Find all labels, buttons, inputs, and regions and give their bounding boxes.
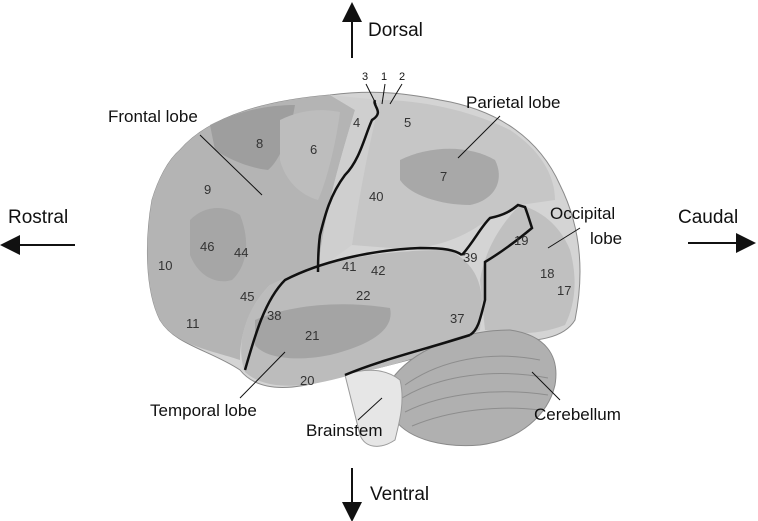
area-3-number: 3 — [362, 71, 368, 83]
rostral-label: Rostral — [8, 207, 68, 228]
area-37-number: 37 — [450, 311, 464, 326]
area-4-number: 4 — [353, 115, 360, 130]
area-5-number: 5 — [404, 115, 411, 130]
occipital-lobe-label-line2: lobe — [590, 229, 622, 248]
brain-illustration — [147, 92, 580, 446]
area-8-number: 8 — [256, 136, 263, 151]
area-42-number: 42 — [371, 263, 385, 278]
caudal-label: Caudal — [678, 207, 738, 228]
area-2-number: 2 — [399, 71, 405, 83]
area-7-number: 7 — [440, 169, 447, 184]
area-45-number: 45 — [240, 289, 254, 304]
area-17-number: 17 — [557, 283, 571, 298]
area-38-number: 38 — [267, 308, 281, 323]
area-41-number: 41 — [342, 259, 356, 274]
area-18-number: 18 — [540, 266, 554, 281]
ventral-label: Ventral — [370, 484, 429, 505]
frontal-lobe-label: Frontal lobe — [108, 107, 198, 126]
area-22-number: 22 — [356, 288, 370, 303]
area-44-number: 44 — [234, 245, 248, 260]
occipital-lobe-label-line1: Occipital — [550, 204, 615, 223]
area-40-number: 40 — [369, 189, 383, 204]
brainstem-label: Brainstem — [306, 421, 383, 440]
area-9-number: 9 — [204, 182, 211, 197]
area-1-number: 1 — [381, 71, 387, 83]
area-19-number: 19 — [514, 233, 528, 248]
dorsal-label: Dorsal — [368, 20, 423, 41]
area-6-number: 6 — [310, 142, 317, 157]
area-21-number: 21 — [305, 328, 319, 343]
area-46-number: 46 — [200, 239, 214, 254]
temporal-lobe-label: Temporal lobe — [150, 401, 257, 420]
area-39-number: 39 — [463, 250, 477, 265]
parietal-lobe-label: Parietal lobe — [466, 93, 561, 112]
area-11-number: 11 — [186, 316, 200, 331]
area-10-number: 10 — [158, 258, 172, 273]
cerebellum-label: Cerebellum — [534, 405, 621, 424]
area-20-number: 20 — [300, 373, 314, 388]
